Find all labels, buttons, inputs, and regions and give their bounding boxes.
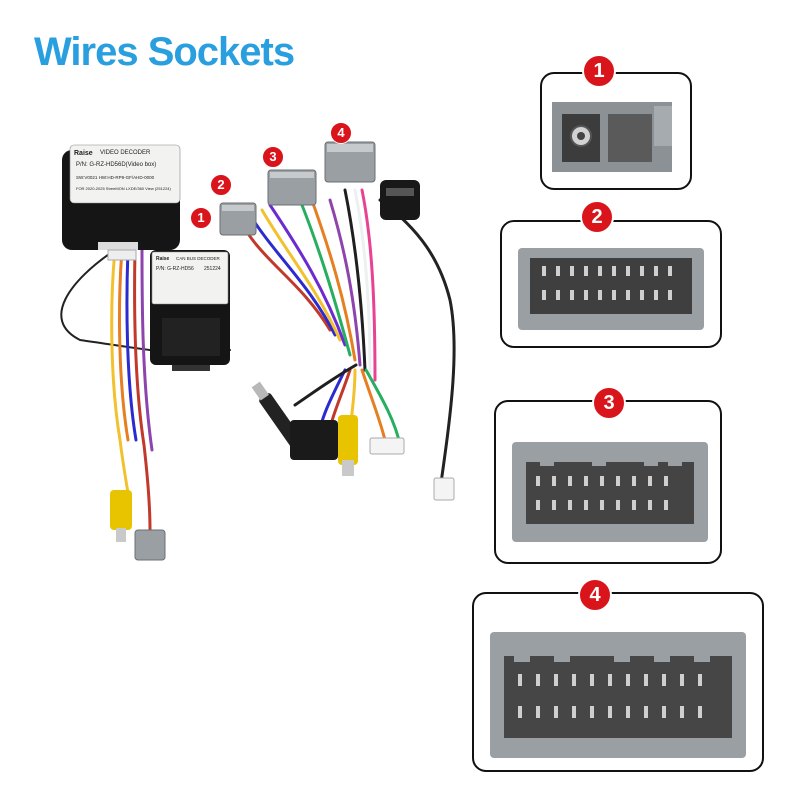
photo-badge-3: 3 — [262, 146, 284, 168]
video-decoder-name: VIDEO DECODER — [100, 150, 151, 156]
socket-4-image — [490, 632, 746, 758]
canbus-pn: P/N: G-RZ-HD56 — [156, 266, 194, 272]
socket-2-image — [518, 248, 704, 330]
photo-badge-2: 2 — [210, 174, 232, 196]
socket-panel-3 — [494, 400, 722, 564]
socket-badge-3: 3 — [592, 386, 626, 420]
photo-badge-1: 1 — [190, 207, 212, 229]
video-decoder-brand: Raise — [74, 150, 93, 157]
socket-panel-1 — [540, 72, 692, 190]
video-decoder-pn: P/N: G-RZ-HD56D(Video box) — [76, 162, 157, 168]
socket-badge-1: 1 — [582, 54, 616, 88]
socket-panel-4 — [472, 592, 764, 772]
photo-badge-4: 4 — [330, 122, 352, 144]
canbus-name: CAN BUS DECODER — [176, 256, 220, 261]
canbus-brand: Raise — [156, 256, 170, 262]
video-decoder-line3: SW:V0021 HW:HD-RP9-GF/AHD-0000 — [76, 175, 155, 180]
socket-panel-2 — [500, 220, 722, 348]
socket-badge-2: 2 — [580, 200, 614, 234]
canbus-code: 251224 — [204, 266, 221, 272]
video-decoder-line4: FOR 2020-2025 StreeMON LXDE/360 View (25… — [76, 186, 171, 191]
socket-3-image — [512, 442, 708, 542]
socket-badge-4: 4 — [578, 578, 612, 612]
page-title: Wires Sockets — [34, 30, 295, 74]
socket-1-image — [552, 102, 672, 172]
